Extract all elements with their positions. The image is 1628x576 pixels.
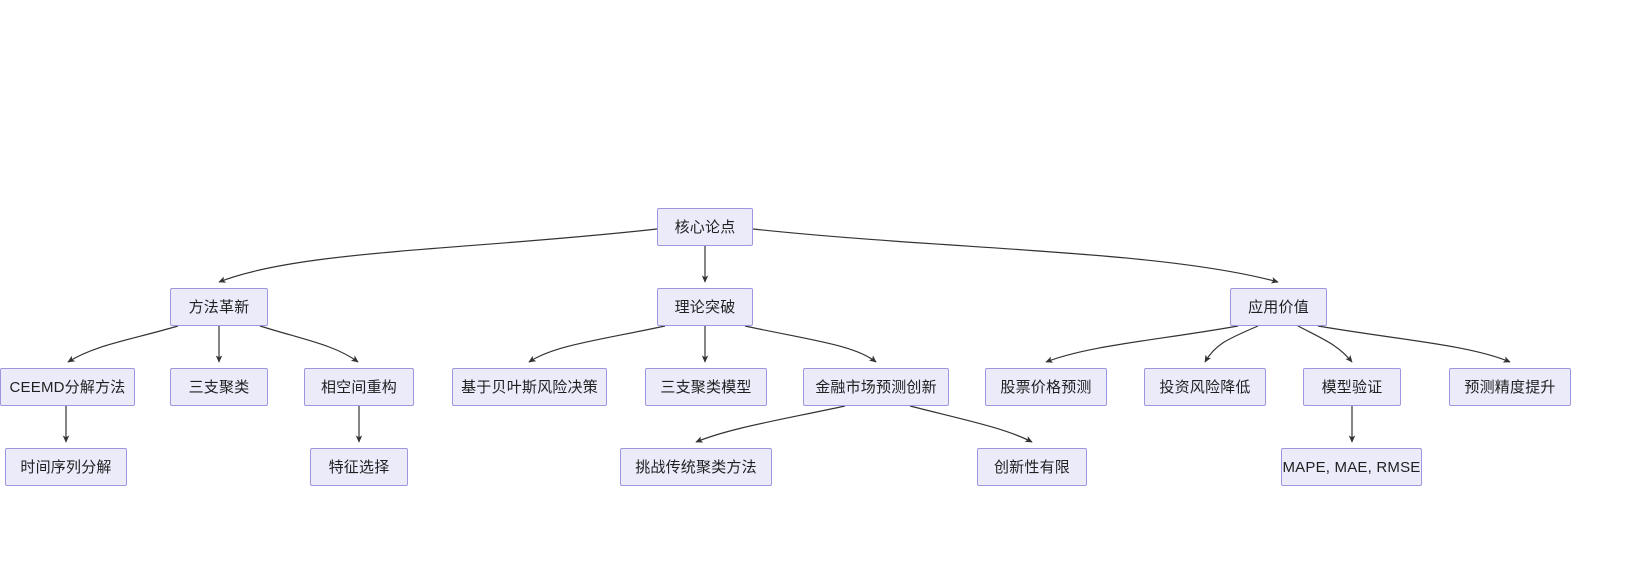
node-label: 投资风险降低 (1159, 378, 1251, 396)
node-label: 挑战传统聚类方法 (635, 458, 757, 476)
edge-method-to-phase (259, 325, 359, 363)
node-label: 相空间重构 (320, 378, 397, 396)
node-label: 模型验证 (1321, 378, 1383, 396)
node-twmodel[interactable]: 三支聚类模型 (645, 368, 767, 406)
node-finance[interactable]: 金融市场预测创新 (803, 368, 949, 406)
node-metrics[interactable]: MAPE, MAE, RMSE (1281, 448, 1422, 486)
edge-finance-to-limited (909, 405, 1033, 443)
node-root[interactable]: 核心论点 (657, 208, 753, 246)
edge-finance-to-challenge (695, 405, 846, 443)
edge-root-to-value (752, 228, 1279, 284)
node-label: 预测精度提升 (1464, 378, 1556, 396)
node-tsdecomp[interactable]: 时间序列分解 (5, 448, 127, 486)
node-label: 时间序列分解 (20, 458, 112, 476)
node-label: 核心论点 (674, 218, 736, 236)
node-threeway[interactable]: 三支聚类 (170, 368, 268, 406)
node-label: 三支聚类 (188, 378, 250, 396)
node-label: 特征选择 (328, 458, 390, 476)
node-value[interactable]: 应用价值 (1230, 288, 1327, 326)
node-stock[interactable]: 股票价格预测 (985, 368, 1107, 406)
edge-root-to-method (218, 228, 658, 283)
node-label: 应用价值 (1248, 298, 1309, 316)
node-challenge[interactable]: 挑战传统聚类方法 (620, 448, 772, 486)
edge-theory-to-bayes (528, 325, 666, 363)
node-bayes[interactable]: 基于贝叶斯风险决策 (452, 368, 607, 406)
node-label: 理论突破 (674, 298, 736, 316)
node-label: 方法革新 (188, 298, 250, 316)
node-label: 股票价格预测 (1000, 378, 1092, 396)
node-label: 三支聚类模型 (660, 378, 752, 396)
edge-paths (62, 228, 1511, 443)
edge-value-to-stock (1045, 325, 1239, 363)
edge-value-to-accuracy (1317, 325, 1511, 363)
edge-value-to-validate (1297, 325, 1353, 363)
node-label: 基于贝叶斯风险决策 (461, 378, 598, 396)
node-method[interactable]: 方法革新 (170, 288, 268, 326)
node-label: 创新性有限 (993, 458, 1070, 476)
node-accuracy[interactable]: 预测精度提升 (1449, 368, 1571, 406)
node-phase[interactable]: 相空间重构 (304, 368, 414, 406)
edge-theory-to-finance (744, 325, 877, 363)
node-label: 金融市场预测创新 (815, 378, 937, 396)
node-label: CEEMD分解方法 (9, 378, 126, 396)
node-riskdown[interactable]: 投资风险降低 (1144, 368, 1266, 406)
node-theory[interactable]: 理论突破 (657, 288, 753, 326)
node-featsel[interactable]: 特征选择 (310, 448, 408, 486)
node-label: MAPE, MAE, RMSE (1282, 458, 1421, 476)
node-ceemd[interactable]: CEEMD分解方法 (0, 368, 135, 406)
node-validate[interactable]: 模型验证 (1303, 368, 1401, 406)
edge-method-to-ceemd (67, 325, 179, 363)
edge-value-to-riskdown (1204, 325, 1259, 363)
node-limited[interactable]: 创新性有限 (977, 448, 1087, 486)
